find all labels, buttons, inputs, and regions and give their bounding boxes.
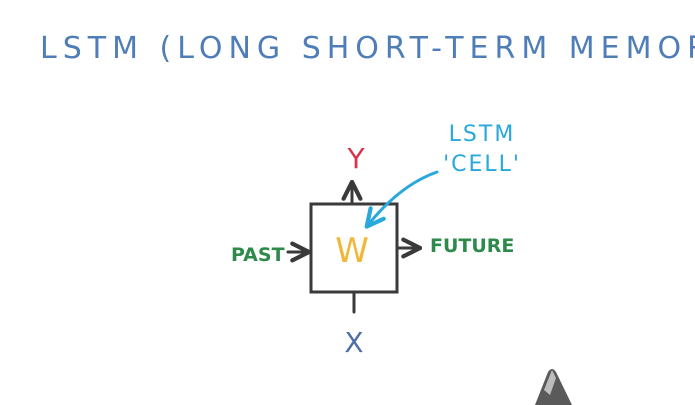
page-title: LSTM (LONG SHORT-TERM MEMORY)	[40, 31, 695, 66]
input-label: X	[344, 326, 363, 359]
past-label: PAST	[231, 244, 285, 266]
callout-arrow	[364, 170, 439, 229]
pen-tip-icon	[535, 369, 572, 405]
cell-weight-label: W	[335, 231, 369, 271]
future-label: FUTURE	[430, 235, 514, 257]
output-label: Y	[346, 142, 365, 175]
callout-line-1: LSTM	[449, 122, 516, 147]
callout-line-2: 'CELL'	[443, 152, 521, 177]
